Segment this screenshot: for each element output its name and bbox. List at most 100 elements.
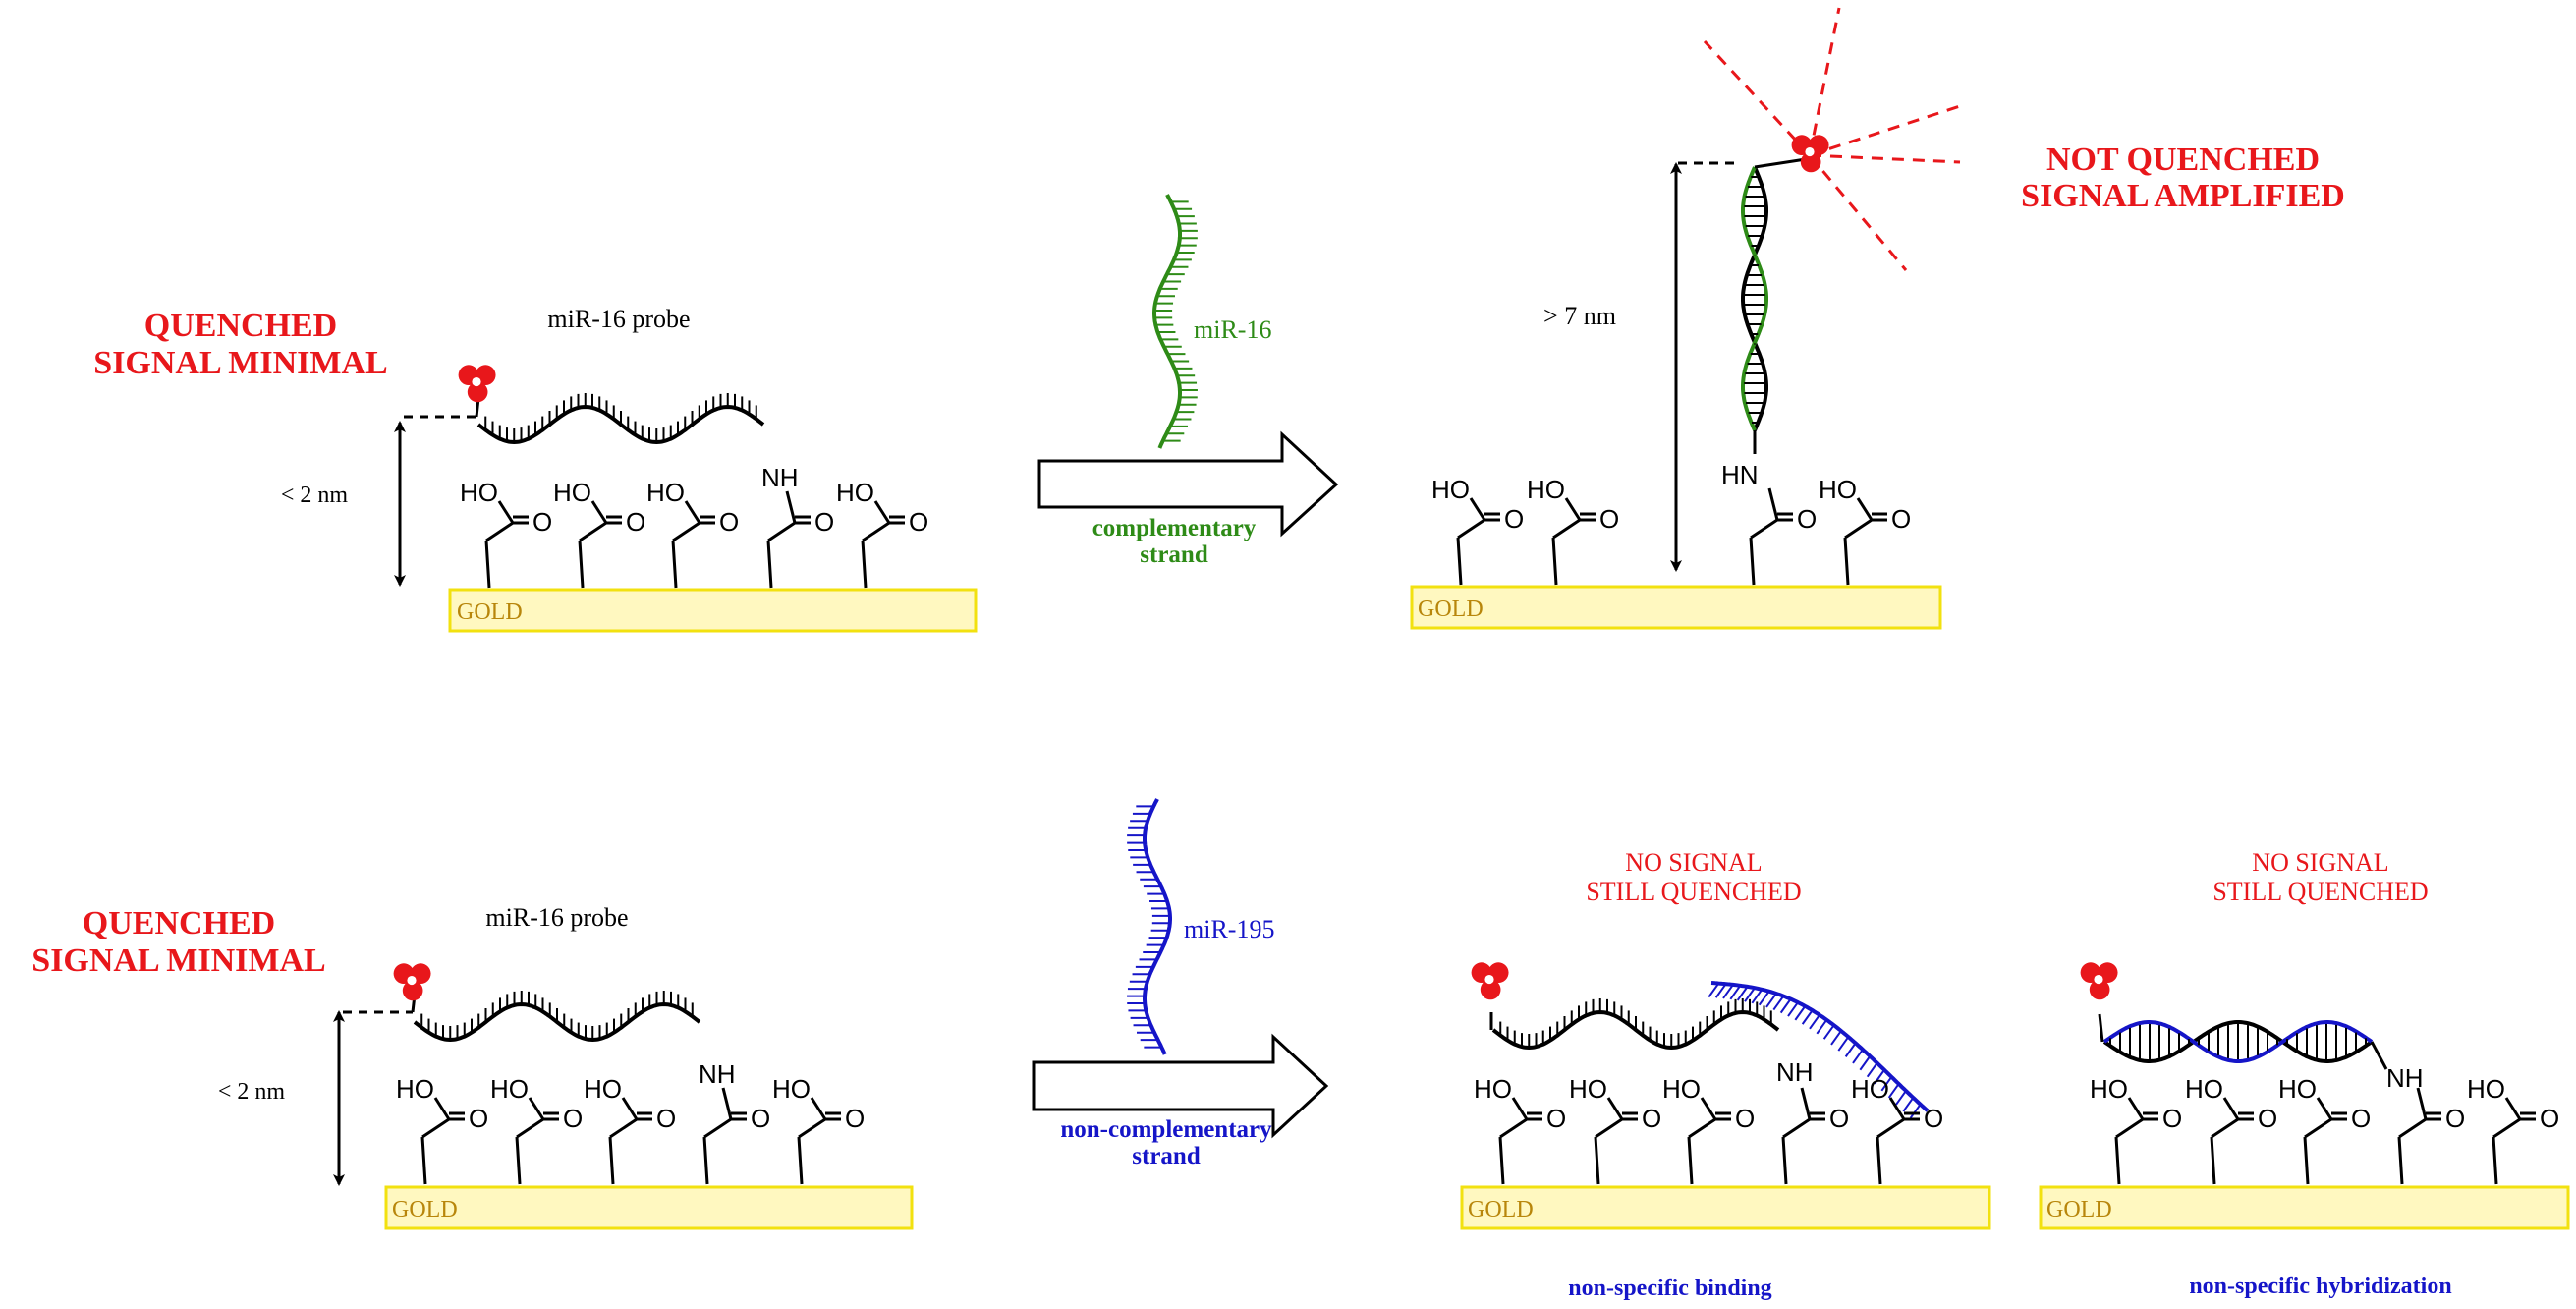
hydroxyl-bond xyxy=(433,1097,451,1120)
oxygen-label: O xyxy=(909,507,928,537)
hydroxyl-label: HO xyxy=(460,478,498,507)
bottom-distance-short: < 2 nm xyxy=(218,1079,286,1105)
panel-b-hybrid-duplex xyxy=(2098,1013,2388,1070)
panel-a-gold-label: GOLD xyxy=(1468,1197,1534,1223)
hydroxyl-label: HO xyxy=(1851,1074,1889,1104)
top-distance-short: < 2 nm xyxy=(281,483,349,508)
amide-bond xyxy=(2416,1087,2428,1120)
fluorophore-center xyxy=(472,376,481,387)
strand-base xyxy=(1758,991,1770,1006)
chain-bond xyxy=(1552,518,1581,540)
strand-base xyxy=(1751,989,1764,1004)
panel-a-status-line2: STILL QUENCHED xyxy=(1586,878,1801,906)
fluorophore-center xyxy=(2094,974,2103,985)
signal-ray xyxy=(1808,154,1908,271)
panel-a-caption: non-specific binding xyxy=(1568,1276,1771,1301)
bottom-left-probe-strand xyxy=(343,991,701,1043)
chain-bond xyxy=(862,521,890,542)
bottom-arrow-caption-line1: non-complementary xyxy=(1060,1116,1272,1143)
chain-bond xyxy=(861,540,868,589)
hydroxyl-bond xyxy=(1511,1097,1529,1120)
bottom-target-strand xyxy=(1127,798,1172,1055)
panel-b-status-line2: STILL QUENCHED xyxy=(2212,878,2428,906)
hydroxyl-bond xyxy=(528,1097,545,1120)
chain-bond xyxy=(1782,1117,1811,1139)
chain-bond xyxy=(2114,1136,2121,1185)
chain-bond xyxy=(1688,1117,1716,1139)
chain-bond xyxy=(1687,1136,1694,1185)
fluorophore-lobe xyxy=(1480,979,1501,1000)
bottom-arrow-caption-line2: strand xyxy=(1132,1143,1201,1169)
top-right-status-line1: NOT QUENCHED xyxy=(2046,142,2320,178)
hydroxyl-bond xyxy=(1856,497,1874,521)
chain-bond xyxy=(609,1117,638,1139)
strand-base xyxy=(1852,1049,1864,1064)
bottom-target-label: miR-195 xyxy=(1184,915,1274,943)
oxygen-label: O xyxy=(1642,1104,1661,1133)
chain-bond xyxy=(1498,1136,1505,1185)
chain-bond xyxy=(1457,518,1485,540)
strand-base xyxy=(1794,1005,1807,1021)
oxygen-label: O xyxy=(1735,1104,1755,1133)
hydroxyl-bond xyxy=(1564,497,1582,521)
linker-bond xyxy=(2098,1013,2104,1043)
strand-base xyxy=(1880,1076,1893,1092)
hydroxyl-label: HO xyxy=(2467,1074,2505,1104)
strand-base xyxy=(1809,1014,1820,1030)
strand-base xyxy=(1902,1097,1915,1112)
strand-base xyxy=(1866,1062,1878,1078)
hydroxyl-label: HO xyxy=(553,478,591,507)
chain-bond xyxy=(767,521,796,542)
fluorophore-icon xyxy=(458,365,496,403)
oxygen-label: O xyxy=(1829,1104,1849,1133)
chain-bond xyxy=(1595,1117,1623,1139)
chain-bond xyxy=(2303,1136,2310,1185)
strand-base xyxy=(1859,1055,1872,1071)
top-right-gold-surface xyxy=(1410,585,1942,630)
hydroxyl-label: HO xyxy=(1431,475,1470,504)
oxygen-label: O xyxy=(1891,504,1911,534)
strand-base xyxy=(1736,986,1749,1001)
oxygen-label: O xyxy=(2162,1104,2182,1133)
oxygen-label: O xyxy=(626,507,645,537)
panel-a-bound-strand xyxy=(1708,981,1930,1119)
hydroxyl-bond xyxy=(2127,1097,2145,1120)
hydroxyl-bond xyxy=(684,500,701,524)
panel-a-gold-surface xyxy=(1460,1185,1991,1230)
oxygen-label: O xyxy=(2258,1104,2277,1133)
chain-bond xyxy=(798,1117,826,1139)
chain-bond xyxy=(420,1136,427,1185)
bottom-left-gold-surface xyxy=(384,1185,914,1230)
hydroxyl-label: HO xyxy=(1662,1074,1701,1104)
oxygen-label: O xyxy=(532,507,552,537)
hydroxyl-bond xyxy=(873,500,891,524)
hydroxyl-bond xyxy=(1469,497,1486,521)
signal-ray xyxy=(1808,7,1841,156)
chain-bond xyxy=(515,1136,522,1185)
amide-bond xyxy=(1767,487,1779,521)
chain-bond xyxy=(2492,1136,2498,1185)
oxygen-label: O xyxy=(2540,1104,2559,1133)
oxygen-label: O xyxy=(2445,1104,2465,1133)
top-right-gold-label: GOLD xyxy=(1418,597,1484,622)
fluorophore-lobe xyxy=(2089,979,2110,1000)
chain-bond xyxy=(1876,1136,1882,1185)
oxygen-label: O xyxy=(656,1104,676,1133)
signal-ray xyxy=(1809,153,1961,164)
top-distance-long: > 7 nm xyxy=(1543,302,1616,330)
oxygen-label: O xyxy=(2351,1104,2371,1133)
chain-bond xyxy=(485,521,514,542)
strand-backbone xyxy=(1710,981,1930,1112)
strand-base xyxy=(1801,1009,1814,1025)
panel-a-probe-strand xyxy=(1489,998,1780,1051)
hydroxyl-bond xyxy=(1606,1097,1624,1120)
top-target-strand xyxy=(1152,194,1198,449)
top-arrow-caption-line1: complementary xyxy=(1092,515,1257,541)
fluorophore-icon xyxy=(1791,135,1829,173)
strand-base xyxy=(1822,1024,1835,1040)
hydroxyl-bond xyxy=(1700,1097,1717,1120)
hydroxyl-label: HO xyxy=(584,1074,622,1104)
process-arrow-icon xyxy=(1037,430,1339,538)
fluorophore-center xyxy=(1484,974,1494,985)
